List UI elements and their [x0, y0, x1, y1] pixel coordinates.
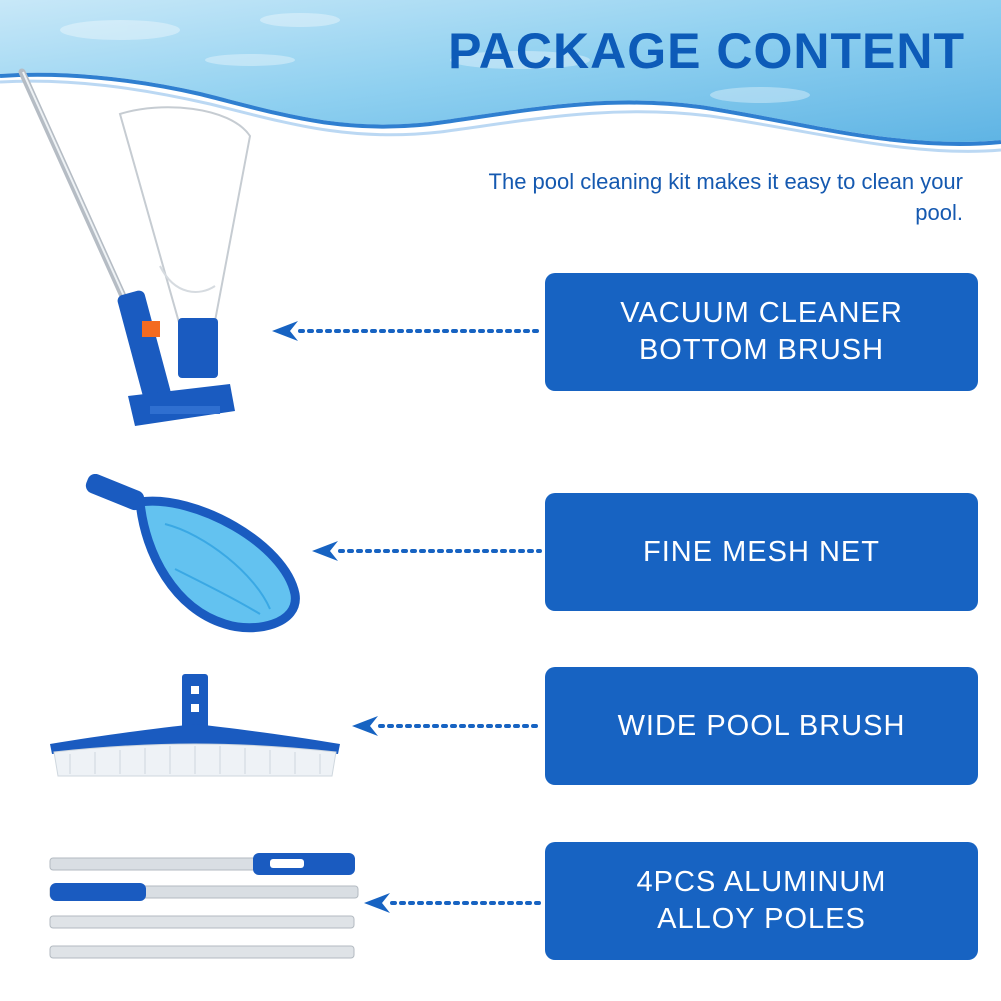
label-aluminum-poles-text: 4PCS ALUMINUM ALLOY POLES [636, 866, 887, 935]
wall-brush-icon [50, 674, 340, 777]
water-wave-header [0, 0, 1001, 153]
subtitle: The pool cleaning kit makes it easy to c… [488, 169, 963, 225]
label-fine-mesh-net: FINE MESH NET [545, 493, 978, 611]
arrow-vacuum [270, 321, 542, 341]
arrow-poles [362, 893, 542, 913]
label-wide-pool-brush-text: WIDE POOL BRUSH [617, 709, 906, 742]
label-fine-mesh-net-text: FINE MESH NET [643, 535, 880, 568]
arrow-net [310, 541, 542, 561]
label-wide-pool-brush: WIDE POOL BRUSH [545, 667, 978, 785]
skimmer-net-icon [85, 474, 300, 633]
telescopic-poles-icon [49, 853, 359, 959]
arrow-brush [350, 716, 542, 736]
label-vacuum-cleaner: VACUUM CLEANER BOTTOM BRUSH [545, 273, 978, 391]
vacuum-head-icon [18, 68, 252, 426]
page-title: PACKAGE CONTENT [448, 23, 965, 79]
label-vacuum-cleaner-text: VACUUM CLEANER BOTTOM BRUSH [620, 297, 903, 366]
label-aluminum-poles: 4PCS ALUMINUM ALLOY POLES [545, 842, 978, 960]
